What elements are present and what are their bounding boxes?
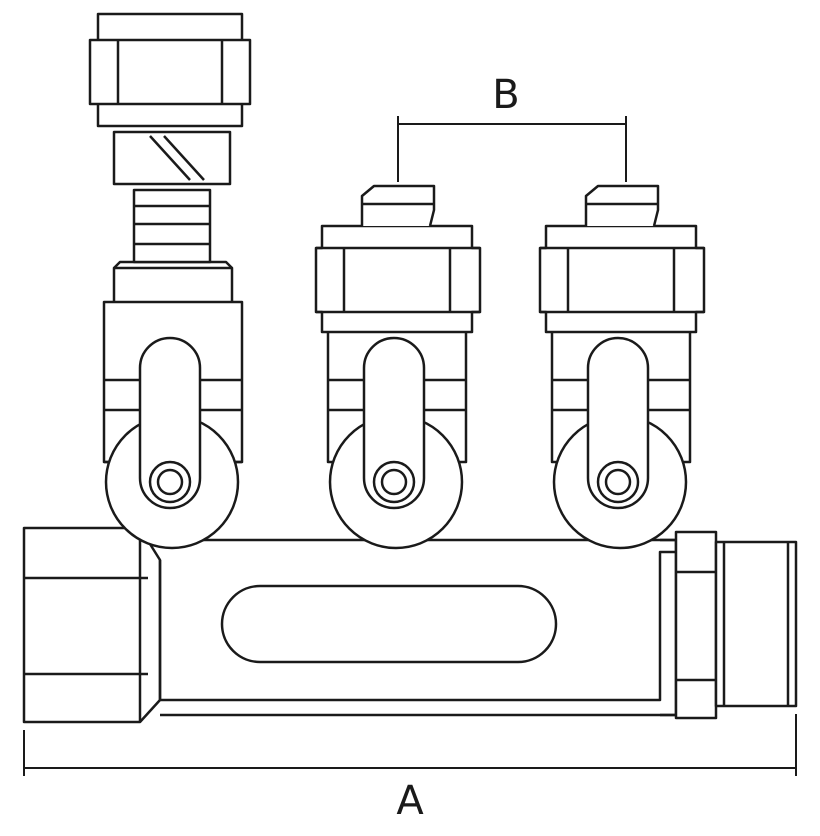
outlet-3 [538,184,706,550]
compression-ring-1 [112,130,232,186]
pipe-stub-2 [360,184,436,227]
right-male-thread [714,540,798,708]
right-hex-collar [660,538,678,717]
valve-lever-1 [138,336,202,510]
outlet-1 [88,12,252,550]
lever-screw-1 [148,460,192,504]
valve-lever-3 [586,336,650,510]
dimension-a-label: A [396,778,424,824]
compression-nut-3 [538,224,706,334]
manifold-body [22,526,798,724]
dimension-b-label: B [492,72,519,118]
insert-sleeve-1 [132,188,212,264]
pipe-stub-3 [584,184,660,227]
manifold-tube [158,550,700,702]
compression-nut-2 [314,224,482,334]
outlet-2 [314,184,482,550]
dimension-a [23,714,797,776]
lever-screw-2 [372,460,416,504]
dimension-b [397,116,627,182]
valve-lever-2 [362,336,426,510]
lever-screw-3 [596,460,640,504]
body-recess-oval [220,584,558,664]
